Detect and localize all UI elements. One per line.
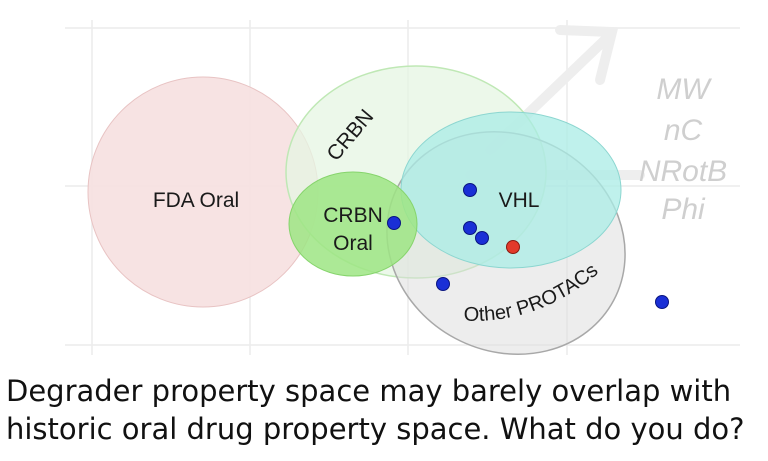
data-point — [463, 221, 477, 235]
data-points — [387, 183, 669, 309]
crbn-oral-region — [288, 171, 418, 277]
crbn-oral-label-line2: Oral — [333, 232, 373, 255]
fda-oral-label: FDA Oral — [153, 189, 239, 212]
data-point — [387, 216, 401, 230]
data-point — [655, 295, 669, 309]
axis-label-nc: nC — [664, 114, 703, 147]
data-point — [436, 277, 450, 291]
axis-label-mw: MW — [656, 73, 712, 106]
caption: Degrader property space may barely overl… — [6, 372, 766, 448]
property-space-diagram: FDA Oral CRBN CRBN Oral VHL Other PROTAC… — [65, 20, 740, 355]
vhl-label: VHL — [499, 189, 540, 212]
data-point — [506, 240, 520, 254]
axis-labels: MW nC NRotB Phi — [639, 73, 727, 226]
caption-line-1: Degrader property space may barely overl… — [6, 374, 732, 408]
data-point — [475, 231, 489, 245]
crbn-oral-label-line1: CRBN — [323, 204, 383, 227]
axis-label-phi: Phi — [661, 193, 706, 226]
axis-label-nrotb: NRotB — [639, 155, 727, 188]
caption-line-2: historic oral drug property space. What … — [6, 412, 745, 446]
data-point — [463, 183, 477, 197]
